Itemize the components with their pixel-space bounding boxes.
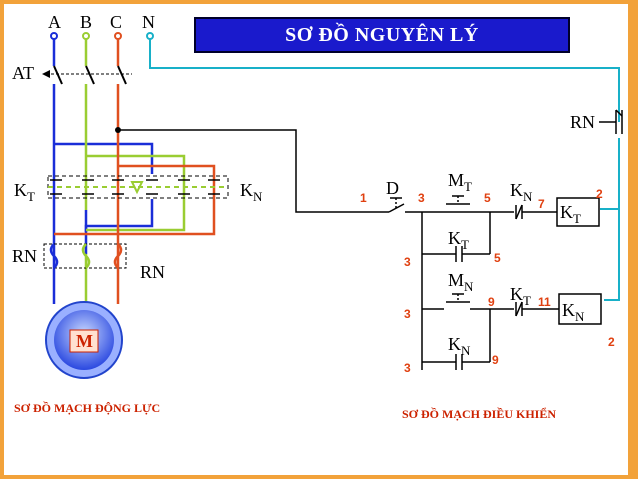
- node-3b: 3: [404, 255, 411, 269]
- control-circuit: [382, 195, 602, 370]
- thermal-relay-block: [43, 243, 127, 269]
- control-feed-wire: [118, 129, 382, 213]
- node-11: 11: [538, 295, 551, 309]
- node-3c: 3: [404, 307, 411, 321]
- terminal-n: [146, 32, 154, 40]
- node-5a: 5: [484, 191, 491, 205]
- node-2b: 2: [608, 335, 615, 349]
- relay-right-label: RN: [140, 262, 165, 282]
- start-n-label: MN: [448, 270, 474, 294]
- stop-button-label: D: [386, 178, 399, 198]
- relay-contact-rn-label: RN: [570, 112, 595, 132]
- terminal-c: [114, 32, 122, 40]
- interlock-n-label: KN: [510, 180, 533, 204]
- phase-b-label: B: [80, 12, 92, 32]
- node-9b: 9: [492, 353, 499, 367]
- circuit-breaker-at: [42, 65, 132, 85]
- neutral-return-wire: [604, 138, 620, 301]
- breaker-label: AT: [12, 63, 34, 83]
- node-2a: 2: [596, 187, 603, 201]
- start-t-label: MT: [448, 170, 472, 194]
- terminal-a: [50, 32, 58, 40]
- node-1: 1: [360, 191, 367, 205]
- phase-c-label: C: [110, 12, 122, 32]
- schematic-diagram: A B C N RN: [12, 12, 623, 421]
- contactor-block: [47, 175, 229, 199]
- node-3d: 3: [404, 361, 411, 375]
- neutral-wire: [149, 39, 620, 122]
- node-3a: 3: [418, 191, 425, 205]
- node-7: 7: [538, 197, 545, 211]
- node-5b: 5: [494, 251, 501, 265]
- phase-a-label: A: [48, 12, 61, 32]
- relay-contact-rn: [599, 109, 623, 134]
- phase-n-label: N: [142, 12, 155, 32]
- page-title: SƠ ĐỒ NGUYÊN LÝ: [194, 17, 570, 53]
- hold-t-label: KT: [448, 228, 469, 252]
- terminal-b: [82, 32, 90, 40]
- motor: [45, 301, 123, 379]
- node-9a: 9: [488, 295, 495, 309]
- motor-label: M: [76, 331, 93, 351]
- contactor-t-label: KT: [14, 180, 35, 204]
- power-circuit-caption: SƠ ĐỒ MẠCH ĐỘNG LỰC: [14, 400, 160, 415]
- relay-left-label: RN: [12, 246, 37, 266]
- hold-n-label: KN: [448, 334, 471, 358]
- coil-t-label: KT: [560, 202, 581, 226]
- coil-n-label: KN: [562, 300, 585, 324]
- interlock-t-label: KT: [510, 284, 531, 308]
- contactor-n-label: KN: [240, 180, 263, 204]
- control-circuit-caption: SƠ ĐỒ MẠCH ĐIỀU KHIỂN: [402, 406, 556, 421]
